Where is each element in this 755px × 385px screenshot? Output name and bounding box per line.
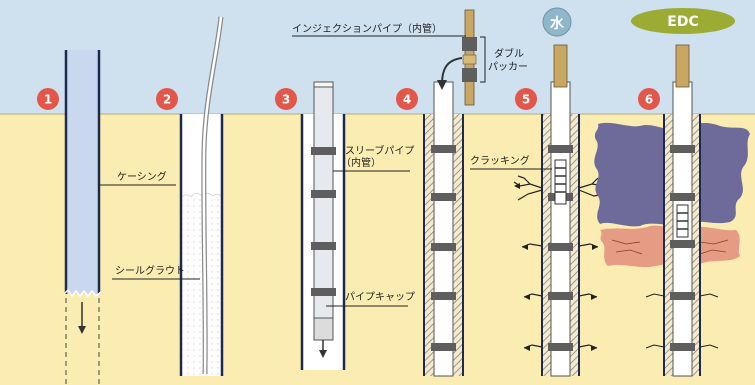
step-5-badge [515,88,537,110]
grout-fill [181,198,222,376]
sleeve-6-rubber-2 [670,193,695,201]
double-packer-label-2: パッカー [488,61,528,73]
step-2-number: 2 [163,93,171,107]
insertion-arrow-head [437,80,447,90]
step-3: 3 スリーブパイプ （内管） パイプキャップ [275,81,415,370]
step-2: 2 シールグラウト [112,16,224,376]
cracking-label: クラッキング [470,154,530,167]
step-5-number: 5 [522,93,530,107]
pipe-cap [313,317,334,341]
pipe-cap-label: パイプキャップ [345,291,415,303]
sleeve-rubber-4 [311,288,336,296]
injection-pipe-5 [553,44,568,88]
step-3-number: 3 [282,93,290,107]
sleeve-pipe [313,81,334,341]
sleeve-rubber-2 [311,190,336,198]
pink-zone-veins [611,239,729,255]
pipe-cap-arrow-head [319,350,327,358]
water-label: 水 [550,15,565,32]
double-packer-upper [462,37,477,51]
sleeve-pipe-top [313,81,334,88]
double-packer-bracket [480,36,486,83]
sleeve-pipe-sublabel: （内管） [341,156,381,169]
double-packer-label-1: ダブル [494,47,524,60]
sky [0,0,755,114]
sleeve-5-rubber-4 [548,292,573,300]
step-6-badge [638,88,660,110]
grout-hose-inner [202,16,223,375]
step-5: 5 水 [470,7,605,377]
step-4-number: 4 [403,93,411,107]
seal-grout-label: シールグラウト [115,264,185,277]
sleeve-4-rubber-1 [431,145,456,153]
step-1-number: 1 [44,93,52,107]
step-1: 1 ケーシング [37,50,176,385]
casing-down-arrow-head [78,326,86,334]
sleeve-pipe-label: スリーブパイプ [345,144,414,157]
edc-badge [631,8,735,34]
injection-pipe-label: インジェクションパイプ（内管） [292,22,442,35]
sleeve-5-rubber-3 [548,243,573,251]
double-packer-lower [462,68,477,82]
step-6-cracks [645,293,719,349]
sleeve-4-rubber-4 [431,292,456,300]
edc-label: EDC [667,14,698,30]
step-3-badge [275,88,297,110]
casing-label: ケーシング [117,170,167,183]
step-2-badge [156,88,178,110]
injection-pipe-6 [675,44,690,88]
step-4: 4 ダブル パッカー インジェクションパイプ（内管） [292,9,528,377]
sleeve-rubber-3 [311,242,336,250]
sleeve-6-rubber-5 [670,343,695,351]
injection-port [462,54,477,65]
sleeve-6-rubber-4 [670,292,695,300]
step-4-badge [396,88,418,110]
step-6: 6 EDC [594,8,750,377]
sleeve-6-rubber-3 [670,240,695,248]
casing-tube [66,50,99,294]
packer-ladder [554,159,567,205]
step-1-badge [37,88,59,110]
sleeve-6-rubber-1 [670,145,695,153]
casing-drill-edge [63,288,102,298]
step-6-number: 6 [645,93,653,107]
sleeve-4-rubber-5 [431,343,456,351]
sleeve-5-rubber-1 [548,145,573,153]
sleeve-pipe-5 [550,81,571,377]
sleeve-pipe-4 [433,81,454,377]
sleeve-5-rubber-5 [548,343,573,351]
sleeve-rubber-1 [311,147,336,155]
water-badge [542,7,572,37]
sleeve-4-rubber-3 [431,243,456,251]
cracking-arrows [514,183,604,351]
sleeve-4-rubber-2 [431,193,456,201]
